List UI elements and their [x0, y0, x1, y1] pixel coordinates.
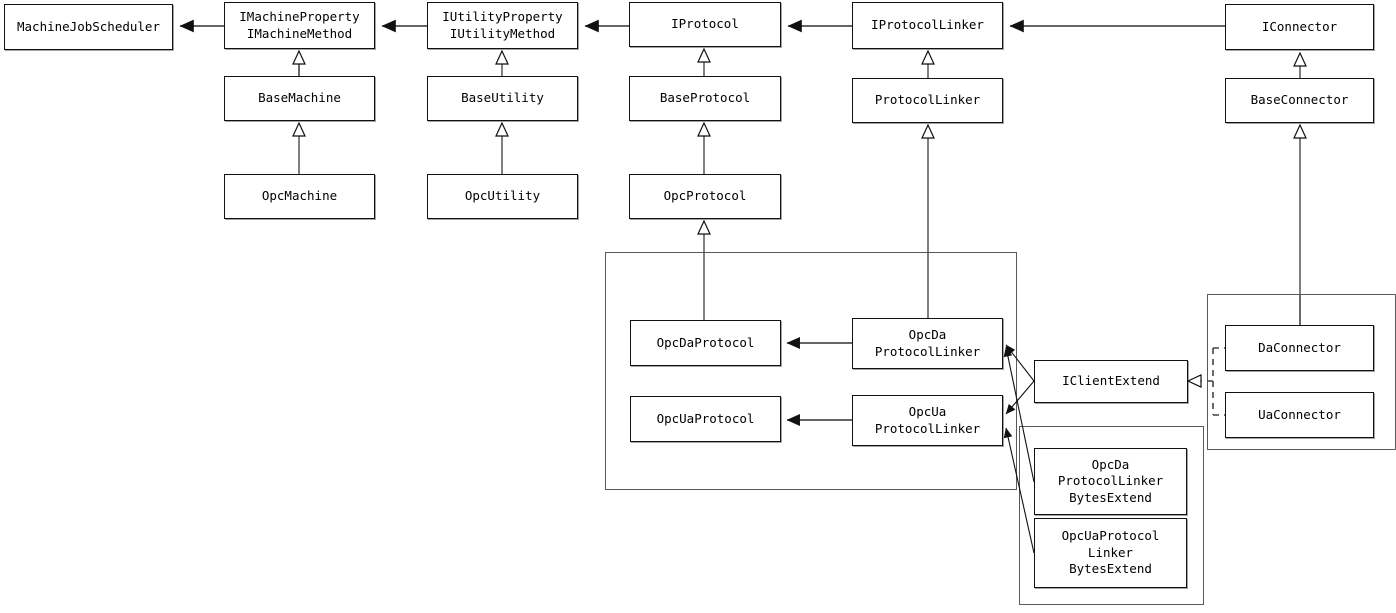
tri-protocollinker [921, 49, 935, 65]
tri-basemachine [292, 49, 306, 65]
class-box-iprotocol-linker[interactable]: IProtocolLinker [852, 2, 1003, 49]
class-box-ua-connector[interactable]: UaConnector [1225, 392, 1374, 438]
realize-hollow-triangle [1186, 374, 1202, 388]
tri-opcdalinker [921, 123, 935, 139]
class-box-base-utility[interactable]: BaseUtility [427, 76, 578, 121]
class-box-opc-ua-protocol-linker[interactable]: OpcUa ProtocolLinker [852, 395, 1003, 446]
class-box-opc-da-protocol[interactable]: OpcDaProtocol [630, 320, 781, 366]
class-box-opc-protocol[interactable]: OpcProtocol [629, 174, 781, 219]
tri-opcutility [495, 121, 509, 137]
class-box-opc-ua-protocol[interactable]: OpcUaProtocol [630, 396, 781, 442]
class-box-opc-da-protocol-linker[interactable]: OpcDa ProtocolLinker [852, 318, 1003, 369]
class-box-iclient-extend[interactable]: IClientExtend [1034, 360, 1188, 403]
class-box-protocol-linker[interactable]: ProtocolLinker [852, 78, 1003, 123]
class-box-iutility-property[interactable]: IUtilityProperty IUtilityMethod [427, 2, 578, 49]
class-box-iprotocol[interactable]: IProtocol [629, 2, 781, 47]
tri-daconnector [1293, 123, 1307, 139]
class-box-opcda-protocollinker-bytes-extend[interactable]: OpcDa ProtocolLinker BytesExtend [1034, 448, 1187, 515]
tri-opcmachine [292, 121, 306, 137]
class-box-opc-machine[interactable]: OpcMachine [224, 174, 375, 219]
class-box-opcua-protocollinker-bytes-extend[interactable]: OpcUaProtocol Linker BytesExtend [1034, 518, 1187, 588]
class-box-base-connector[interactable]: BaseConnector [1225, 78, 1374, 123]
tri-baseutility [495, 49, 509, 65]
tri-opcdaprotocol [697, 219, 711, 235]
tri-opcprotocol [697, 121, 711, 137]
class-box-iconnector[interactable]: IConnector [1225, 4, 1374, 50]
group-opc-protocol-group [605, 252, 1017, 490]
class-box-base-machine[interactable]: BaseMachine [224, 76, 375, 121]
class-box-da-connector[interactable]: DaConnector [1225, 325, 1374, 371]
class-box-imachine-property[interactable]: IMachineProperty IMachineMethod [224, 2, 375, 49]
class-box-machine-job-scheduler[interactable]: MachineJobScheduler [4, 4, 173, 50]
tri-baseprotocol [697, 47, 711, 63]
class-box-base-protocol[interactable]: BaseProtocol [629, 76, 781, 121]
class-box-opc-utility[interactable]: OpcUtility [427, 174, 578, 219]
tri-baseconnector [1293, 51, 1307, 67]
